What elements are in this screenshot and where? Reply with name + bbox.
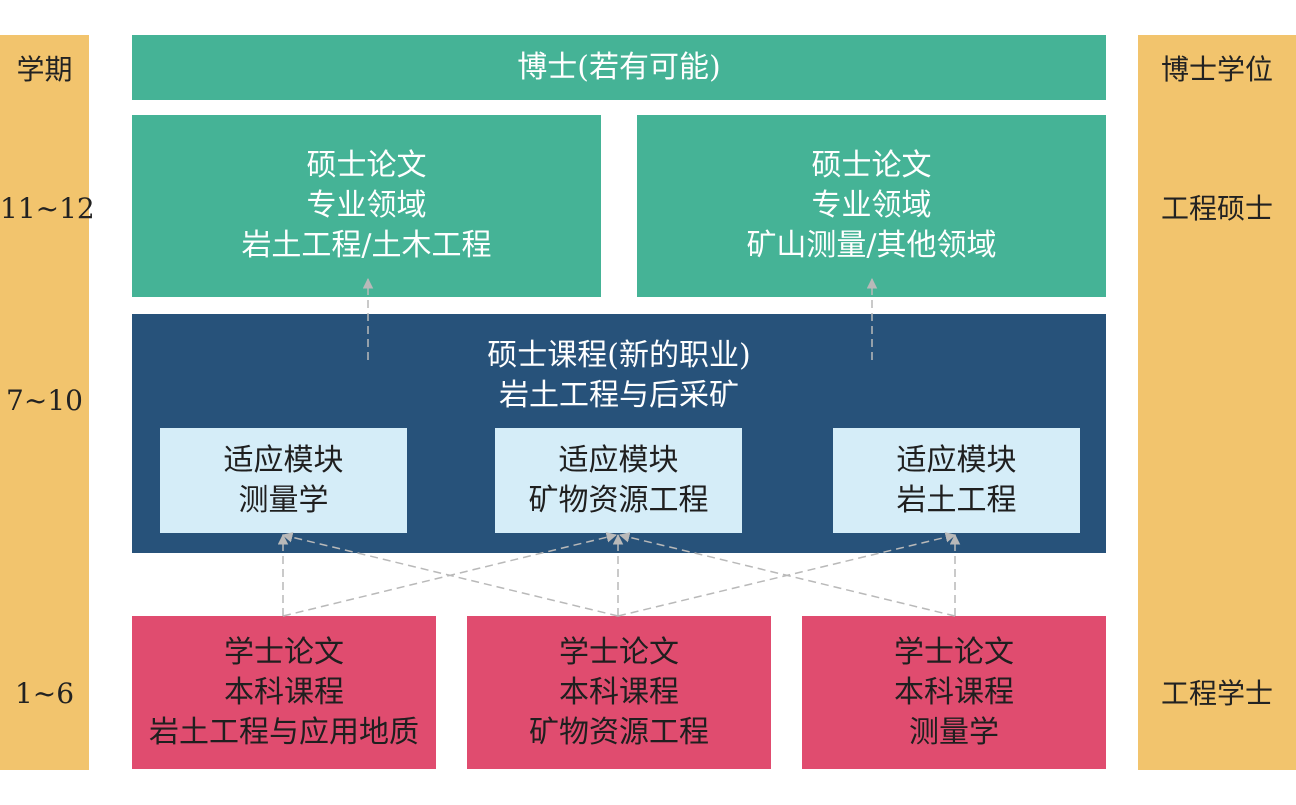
semester-11-12: 11~12 (0, 192, 95, 225)
thesis-right-line3: 矿山测量/其他领域 (746, 228, 997, 263)
master-thesis-left: 硕士论文 专业领域 岩土工程/土木工程 (132, 115, 601, 297)
master-thesis-right: 硕士论文 专业领域 矿山测量/其他领域 (637, 115, 1106, 297)
module-3-line2: 岩土工程 (896, 482, 1017, 518)
thesis-left-line1: 硕士论文 (306, 148, 427, 183)
bachelor-2-line2: 本科课程 (559, 674, 679, 710)
master-course-line2: 岩土工程与后采矿 (499, 378, 739, 413)
master-course-title: 硕士课程(新的职业) 岩土工程与后采矿 (132, 336, 1106, 416)
thesis-right-line2: 专业领域 (811, 188, 932, 223)
semester-column: 学期 11~12 7~10 1~6 (0, 35, 95, 770)
bachelor-surveying: 学士论文 本科课程 测量学 (802, 616, 1106, 769)
bachelor-1-line1: 学士论文 (224, 634, 344, 670)
module-1-line1: 适应模块 (223, 442, 344, 478)
semester-7-10: 7~10 (6, 384, 83, 417)
module-1-line2: 测量学 (238, 482, 329, 518)
degree-bachelor: 工程学士 (1160, 677, 1273, 710)
thesis-left-line3: 岩土工程/土木工程 (241, 228, 492, 263)
bachelor-1-line2: 本科课程 (224, 674, 344, 710)
thesis-left-line2: 专业领域 (306, 188, 427, 223)
degree-column: 博士学位 工程硕士 工程学士 (1138, 35, 1296, 770)
bachelor-3-line3: 测量学 (909, 714, 999, 750)
bachelor-3-line1: 学士论文 (894, 634, 1014, 670)
bachelor-mineral-resources: 学士论文 本科课程 矿物资源工程 (467, 616, 771, 769)
doctor-label: 博士(若有可能) (517, 49, 721, 85)
bachelor-2-line3: 矿物资源工程 (529, 714, 709, 750)
module-geotechnical: 适应模块 岩土工程 (833, 428, 1080, 533)
semester-header: 学期 (16, 53, 73, 86)
degree-doctor: 博士学位 (1160, 53, 1273, 86)
bachelor-2-line1: 学士论文 (559, 634, 679, 670)
module-2-line1: 适应模块 (558, 442, 679, 478)
degree-master: 工程硕士 (1160, 192, 1273, 225)
bachelor-geotechnical: 学士论文 本科课程 岩土工程与应用地质 (132, 616, 436, 769)
bachelor-1-line3: 岩土工程与应用地质 (149, 714, 419, 750)
module-3-line1: 适应模块 (896, 442, 1017, 478)
doctor-box: 博士(若有可能) (132, 35, 1106, 100)
thesis-right-line1: 硕士论文 (811, 148, 932, 183)
module-2-line2: 矿物资源工程 (528, 482, 709, 518)
master-course-line1: 硕士课程(新的职业) (487, 338, 751, 373)
bachelor-3-line2: 本科课程 (894, 674, 1014, 710)
semester-1-6: 1~6 (14, 677, 75, 710)
module-mineral-resources: 适应模块 矿物资源工程 (495, 428, 742, 533)
module-surveying: 适应模块 测量学 (160, 428, 407, 533)
